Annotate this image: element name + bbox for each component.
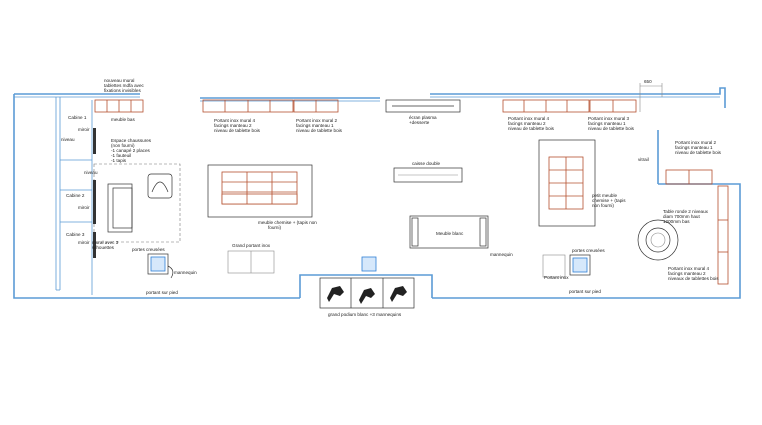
label-miroir-2: miroir <box>78 205 90 210</box>
small-shirt-unit-rug <box>538 139 596 227</box>
svg-text:-1 fauteuil: -1 fauteuil <box>111 153 131 158</box>
label-dimension-650: 650 <box>644 79 652 84</box>
mannequin-3-icon <box>390 286 407 302</box>
label-portant-4-right: Portant inox mural 4 facings manteau 2 n… <box>508 116 555 131</box>
svg-text:mural avec 3: mural avec 3 <box>92 240 119 245</box>
svg-text:niveau de tablette bois: niveau de tablette bois <box>588 126 635 131</box>
walls <box>13 87 741 299</box>
shirt-unit-rug <box>207 164 313 218</box>
cabin-1-mirror <box>93 128 96 154</box>
svg-text:facings manteau 1: facings manteau 1 <box>296 123 334 128</box>
svg-text:meuble chemise + (tapis non: meuble chemise + (tapis non <box>258 220 317 225</box>
label-portant-inox-right: Portant inox <box>544 275 569 280</box>
svg-text:facings manteau 2: facings manteau 2 <box>508 121 546 126</box>
svg-text:petit meuble: petit meuble <box>592 193 617 198</box>
label-cabine-1: Cabine 1 <box>68 115 87 120</box>
shirt-unit <box>221 171 298 205</box>
door-right <box>569 254 591 276</box>
svg-text:Portant inox mural 4: Portant inox mural 4 <box>508 116 550 121</box>
label-portant-sur-pied-right: portant sur pied <box>569 289 601 294</box>
svg-text:Portant inox mural 4: Portant inox mural 4 <box>214 118 256 123</box>
label-portes-creusees-right: portes creusées <box>572 248 605 253</box>
svg-text:non fourni): non fourni) <box>592 203 614 208</box>
label-grand-portant: Grand portant inox <box>232 243 271 248</box>
svg-text:-1 canapé 2 places: -1 canapé 2 places <box>111 148 151 153</box>
svg-text:niveaux de tablettes bois: niveaux de tablettes bois <box>668 276 719 281</box>
svg-text:Portant inox mural 2: Portant inox mural 2 <box>675 140 717 145</box>
svg-text:Espace chaussures: Espace chaussures <box>111 138 152 143</box>
svg-text:facings manteau 2: facings manteau 2 <box>214 123 252 128</box>
small-shirt-unit <box>548 156 584 210</box>
svg-text:écran plasma: écran plasma <box>409 115 437 120</box>
label-vitrail: vitrail <box>638 157 649 162</box>
label-portant-2-far-right: Portant inox mural 2 facings manteau 1 n… <box>675 140 722 155</box>
white-unit <box>409 215 489 249</box>
svg-text:Portant inox mural 4: Portant inox mural 4 <box>668 266 710 271</box>
svg-text:niveau de tablette bois: niveau de tablette bois <box>675 150 722 155</box>
right-vertical-shelf <box>717 185 729 285</box>
armchair <box>147 173 173 199</box>
svg-text:diam 700mm haut: diam 700mm haut <box>663 214 700 219</box>
door-left <box>147 253 174 279</box>
label-portant-2-left: Portant inox mural 2 facings manteau 1 n… <box>296 118 343 133</box>
label-miroir-1: miroir <box>78 127 90 132</box>
label-petit-meuble: petit meuble chemise + (tapis non fourni… <box>592 193 626 208</box>
podium <box>319 277 415 309</box>
svg-text:facings manteau 1: facings manteau 1 <box>588 121 626 126</box>
mannequin-2-icon <box>359 288 375 304</box>
label-mannequin-left: mannequin <box>174 270 197 275</box>
svg-text:tablettes mdfa avec: tablettes mdfa avec <box>104 83 145 88</box>
label-meuble-bas: meuble bas <box>111 117 135 122</box>
label-caisse-double: caisse double <box>412 161 441 166</box>
double-cash-desk <box>393 167 463 183</box>
wall-mirror-column <box>93 180 96 224</box>
svg-text:+desserte: +desserte <box>409 120 430 125</box>
label-cabine-3: Cabine 3 <box>66 232 85 237</box>
label-meuble-chemise-center: meuble chemise + (tapis non fourni) <box>258 220 317 230</box>
label-portant-sur-pied-left: portant sur pied <box>146 290 178 295</box>
sofa <box>107 183 133 233</box>
label-mannequin-center: mannequin <box>490 252 513 257</box>
label-nouveau-mural: nouveau mural tablettes mdfa avec fixati… <box>104 78 145 93</box>
label-miroir-3: miroir <box>78 240 90 245</box>
svg-text:facings manteau 1: facings manteau 1 <box>675 145 713 150</box>
cabin-3-mirror <box>93 232 96 258</box>
svg-text:silhouettes: silhouettes <box>92 245 115 250</box>
label-table-ronde: Table ronde 2 niveaux diam 700mm haut 12… <box>663 209 709 224</box>
svg-text:1200mm bas: 1200mm bas <box>663 219 690 224</box>
label-niveau-2: niveau <box>84 170 98 175</box>
label-portant-4-left: Portant inox mural 4 facings manteau 2 n… <box>214 118 261 133</box>
label-ecran-plasma: écran plasma +desserte <box>409 115 437 125</box>
svg-text:nouveau mural: nouveau mural <box>104 78 134 83</box>
svg-text:Portant inox mural 3: Portant inox mural 3 <box>588 116 630 121</box>
svg-text:(non fourni): (non fourni) <box>111 143 135 148</box>
label-espace-chaussures: Espace chaussures (non fourni) -1 canapé… <box>111 138 152 163</box>
label-meuble-blanc: Meuble blanc <box>436 231 464 236</box>
svg-text:Portant inox mural 2: Portant inox mural 2 <box>296 118 338 123</box>
top-shelving <box>94 83 663 113</box>
shoe-area-rug <box>93 163 181 243</box>
label-portes-creusees-left: portes creusées <box>132 247 165 252</box>
svg-text:fixations invisibles: fixations invisibles <box>104 88 141 93</box>
steel-rack-right <box>542 254 566 278</box>
label-portant-4-bottom-right: Portant inox mural 4 facings manteau 2 n… <box>668 266 719 281</box>
svg-text:facings manteau 2: facings manteau 2 <box>668 271 706 276</box>
svg-text:fourni): fourni) <box>268 225 281 230</box>
door-center <box>361 256 377 272</box>
svg-text:-1 tapis: -1 tapis <box>111 158 127 163</box>
round-table <box>637 219 679 261</box>
label-cabine-2: Cabine 2 <box>66 193 85 198</box>
svg-text:chemise + (tapis: chemise + (tapis <box>592 198 626 203</box>
label-mural-silhouettes: mural avec 3 silhouettes <box>92 240 119 250</box>
svg-text:Table ronde 2 niveaux: Table ronde 2 niveaux <box>663 209 709 214</box>
svg-text:niveau de tablette bois: niveau de tablette bois <box>296 128 343 133</box>
large-steel-rack <box>227 250 275 274</box>
svg-text:niveau de tablette bois: niveau de tablette bois <box>508 126 555 131</box>
svg-text:niveau de tablette bois: niveau de tablette bois <box>214 128 261 133</box>
label-niveau-1: niveau <box>61 137 75 142</box>
mannequin-1-icon <box>327 286 344 302</box>
label-grand-podium: grand podium blanc +3 mannequins <box>328 312 402 317</box>
label-portant-3-right: Portant inox mural 3 facings manteau 1 n… <box>588 116 635 131</box>
